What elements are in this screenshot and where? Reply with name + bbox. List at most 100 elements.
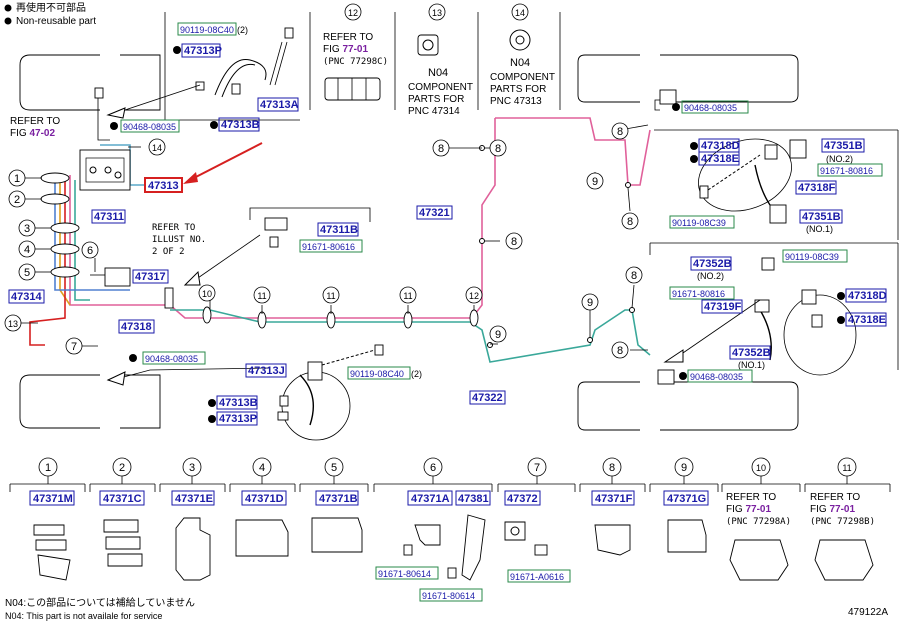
bottom-callout-4: 4 xyxy=(252,457,272,477)
callout-12-top: 12 xyxy=(344,3,362,21)
part-47371C: 47371C xyxy=(103,493,142,505)
part-47371D: 47371D xyxy=(245,493,284,505)
svg-text:8: 8 xyxy=(617,126,623,138)
illust-right-upper xyxy=(654,89,807,224)
svg-text:8: 8 xyxy=(617,345,623,357)
part-47313J: 47313J xyxy=(248,365,285,377)
part-47318F: 47318F xyxy=(798,182,836,194)
part-90119-08C39-b: 90119-08C39 xyxy=(785,252,839,262)
svg-text:10: 10 xyxy=(756,463,766,473)
part14-top-illustration xyxy=(509,29,531,51)
svg-text:5: 5 xyxy=(331,462,337,474)
frame-outline-front-right-b xyxy=(660,54,799,103)
legend-en: Non-reusable part xyxy=(16,16,96,27)
svg-text:7: 7 xyxy=(71,341,77,353)
callout-leaders xyxy=(20,124,649,351)
callout-3: 3 xyxy=(18,219,36,237)
svg-text:11: 11 xyxy=(257,291,266,301)
part-47381: 47381 xyxy=(458,493,489,505)
pink-line-right xyxy=(495,117,651,186)
part-47311: 47311 xyxy=(94,211,124,223)
bottom-callout-2: 2 xyxy=(112,457,132,477)
svg-text:FIG 47-02: FIG 47-02 xyxy=(10,128,55,139)
svg-text:1: 1 xyxy=(14,173,20,185)
part-91671-A0616: 91671-A0616 xyxy=(510,572,564,582)
callout-9-b: 9 xyxy=(489,325,507,343)
callout-8-b: 8 xyxy=(489,139,507,157)
svg-text:6: 6 xyxy=(87,245,93,257)
svg-text:13: 13 xyxy=(8,319,18,329)
callout-7: 7 xyxy=(65,337,83,355)
part-47311B: 47311B xyxy=(320,224,358,236)
bottom-callout-9: 9 xyxy=(674,457,694,477)
part-90119-08C39-a: 90119-08C39 xyxy=(672,218,726,228)
callout-8-f: 8 xyxy=(625,266,643,284)
illust-right-lower xyxy=(657,257,857,385)
part-90468-08035-d: 90468-08035 xyxy=(690,372,743,382)
figure-code: 479122A xyxy=(848,607,888,618)
callout-8-e: 8 xyxy=(621,212,639,230)
frame-outline-front-right xyxy=(577,54,640,103)
part-47313B-top: 47313B xyxy=(221,119,260,131)
part-91671-80816-a: 91671-80816 xyxy=(820,166,873,176)
footer: N04:この部品については補給していません N04: This part is … xyxy=(5,596,888,621)
part-47317: 47317 xyxy=(135,271,166,283)
part-91671-80816-b: 91671-80816 xyxy=(672,289,725,299)
part-47371B: 47371B xyxy=(319,493,358,505)
part-91671-80614-a: 91671-80614 xyxy=(378,569,431,579)
left-reference-texts: REFER TO FIG 47-02 REFER TO ILLUST NO. 2… xyxy=(10,116,206,257)
part12-top-illustration xyxy=(324,77,381,101)
frame-outline-front-left xyxy=(19,54,100,111)
svg-text:(PNC 77298B): (PNC 77298B) xyxy=(810,517,875,527)
svg-text:(PNC 77298A): (PNC 77298A) xyxy=(726,517,791,527)
part-47372: 47372 xyxy=(507,493,538,505)
callout-8-d: 8 xyxy=(611,122,629,140)
svg-text:COMPONENT: COMPONENT xyxy=(408,82,473,93)
svg-text:N04: N04 xyxy=(428,67,448,79)
illust-47311B xyxy=(183,207,371,286)
part-47321: 47321 xyxy=(419,207,450,219)
frame-outline-rear-left-b xyxy=(120,374,161,429)
svg-text:14: 14 xyxy=(152,143,162,153)
part-47318D-bot: 47318D xyxy=(848,290,887,302)
svg-text:(2): (2) xyxy=(237,25,248,35)
callout-13-top: 13 xyxy=(428,3,446,21)
svg-text:FIG 77-01: FIG 77-01 xyxy=(323,44,368,55)
blue-line-left xyxy=(54,178,130,291)
svg-text:COMPONENT: COMPONENT xyxy=(490,72,555,83)
callout-8-g: 8 xyxy=(611,341,629,359)
svg-text:9: 9 xyxy=(681,462,687,474)
frame-outlines xyxy=(19,54,799,431)
bottom-callout-3: 3 xyxy=(182,457,202,477)
svg-text:4: 4 xyxy=(259,462,265,474)
part-47313: 47313 xyxy=(148,180,179,192)
part-47318: 47318 xyxy=(121,321,152,333)
callout-9-c: 9 xyxy=(581,293,599,311)
part-91671-80614-b: 91671-80614 xyxy=(422,591,475,601)
svg-text:REFER TO: REFER TO xyxy=(726,492,776,503)
svg-text:2 OF 2: 2 OF 2 xyxy=(152,247,185,257)
frame-outline-rear-right-b xyxy=(660,381,799,431)
part-47351B-top: 47351B xyxy=(824,140,863,152)
callout-4: 4 xyxy=(18,240,36,258)
callout-1: 1 xyxy=(8,169,26,187)
bottom-callout-11: 11 xyxy=(837,457,857,477)
part-47371A: 47371A xyxy=(411,493,450,505)
part-47313P-top: 47313P xyxy=(184,45,222,57)
callout-14-top: 14 xyxy=(511,3,529,21)
illust-47313J xyxy=(106,344,384,441)
part-47352B-bot: 47352B xyxy=(732,347,771,359)
svg-text:PNC 47313: PNC 47313 xyxy=(490,96,542,107)
part-47371F: 47371F xyxy=(595,493,633,505)
callout-14: 14 xyxy=(148,138,166,156)
part-47318D-top: 47318D xyxy=(701,140,740,152)
callout-8-a: 8 xyxy=(432,139,450,157)
footer-note-en: N04: This part is not availale for servi… xyxy=(5,611,162,621)
svg-text:12: 12 xyxy=(469,291,479,301)
legend-bullet-icon xyxy=(4,4,12,12)
svg-text:5: 5 xyxy=(24,267,30,279)
frame-outline-rear-right xyxy=(577,381,640,431)
junction-47317 xyxy=(90,267,174,309)
part-90119-08C40-top: 90119-08C40 xyxy=(180,25,234,35)
